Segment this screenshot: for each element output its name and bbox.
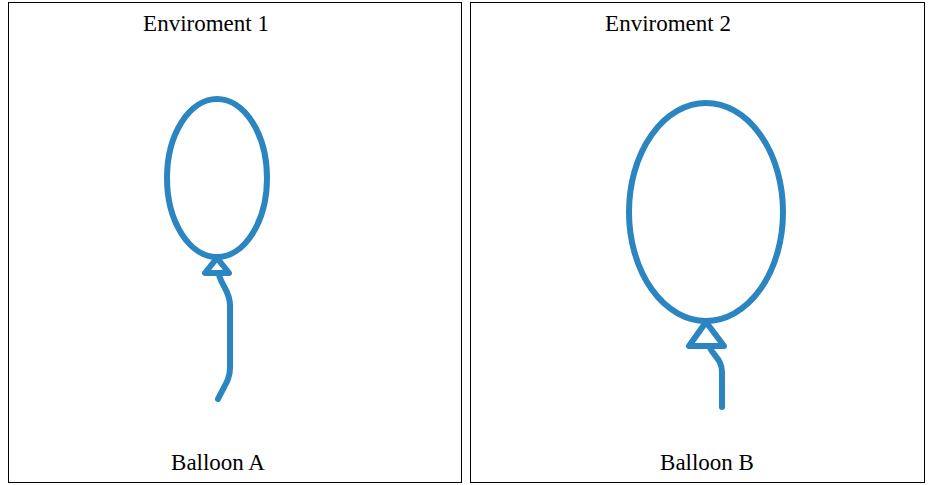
balloon-b: [629, 103, 783, 407]
panel-heading: Enviroment 1: [143, 10, 269, 38]
environment-panel: Enviroment 2 Balloon B: [470, 2, 925, 483]
balloon-body: [167, 99, 267, 257]
balloon-label: Balloon B: [660, 449, 754, 477]
balloon-body: [629, 103, 783, 321]
balloon-knot: [689, 322, 724, 346]
balloon-label: Balloon A: [171, 449, 265, 477]
balloon-string: [710, 348, 722, 407]
balloon-knot: [205, 258, 229, 273]
balloon-a: [167, 99, 267, 399]
panel-heading: Enviroment 2: [605, 10, 731, 38]
environment-panel: Enviroment 1 Balloon A: [8, 2, 462, 483]
balloon-string: [218, 275, 230, 399]
